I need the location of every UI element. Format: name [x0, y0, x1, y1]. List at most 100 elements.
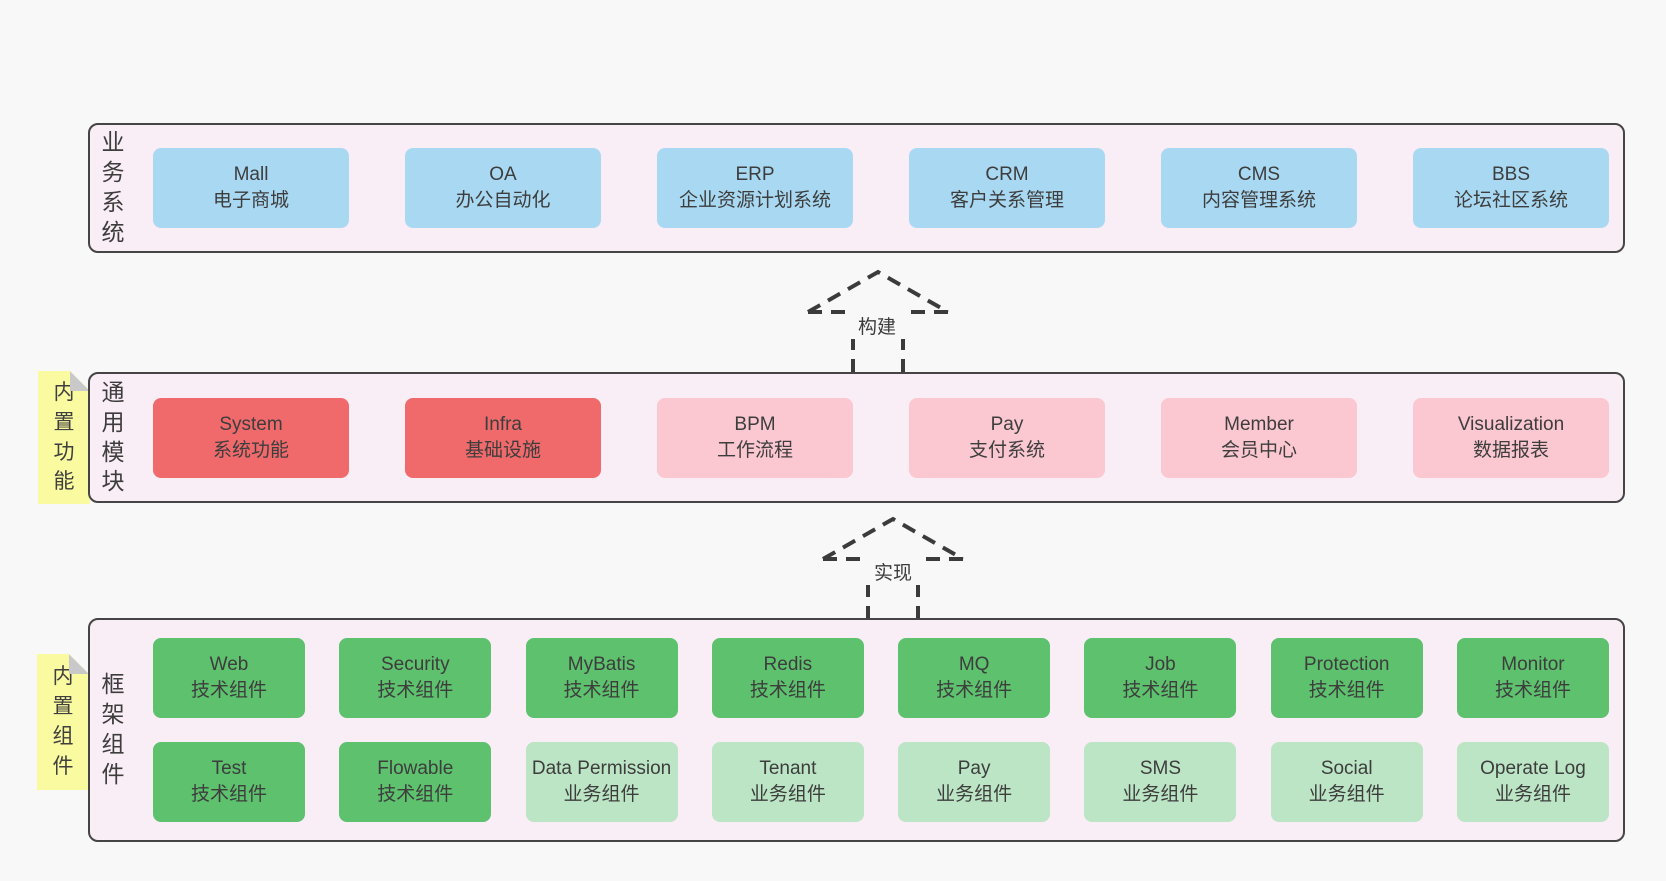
box-desc: 内容管理系统 [1201, 190, 1316, 211]
box-pay: Pay 支付系统 [909, 397, 1105, 478]
implement-arrow-icon [822, 516, 964, 618]
box-desc: 业务组件 [1494, 784, 1571, 805]
box-desc: 企业资源计划系统 [678, 190, 831, 211]
builtin-components-note: 内置组件 [37, 654, 89, 790]
box-name: Job [1145, 654, 1176, 675]
box-name: ERP [735, 164, 775, 185]
box-desc: 客户关系管理 [949, 190, 1064, 211]
box-name: Redis [763, 654, 813, 675]
box-desc: 业务组件 [936, 784, 1013, 805]
box-name: Security [380, 654, 450, 675]
box-bbs: BBS 论坛社区系统 [1413, 148, 1609, 228]
box-name: CMS [1237, 164, 1281, 185]
box-desc: 业务组件 [1308, 784, 1385, 805]
box-name: BPM [734, 413, 776, 435]
box-member: Member 会员中心 [1161, 397, 1357, 478]
box-name: BBS [1491, 164, 1531, 185]
box-desc: 技术组件 [1308, 680, 1385, 701]
box-data-permission: Data Permission 业务组件 [525, 742, 678, 822]
box-desc: 技术组件 [190, 680, 267, 701]
box-desc: 基础设施 [464, 439, 541, 461]
box-bpm: BPM 工作流程 [657, 397, 853, 478]
builtin-features-note-text: 内置功能 [53, 380, 75, 494]
box-web: Web 技术组件 [153, 638, 305, 718]
layer-business-label: 业务系统 [90, 125, 136, 251]
box-name: Visualization [1457, 413, 1565, 435]
box-desc: 技术组件 [1122, 680, 1199, 701]
box-name: Pay [990, 413, 1024, 435]
build-arrow-label: 构建 [849, 311, 905, 339]
box-pay: Pay 业务组件 [898, 742, 1051, 822]
box-sms: SMS 业务组件 [1084, 742, 1237, 822]
box-name: Protection [1303, 654, 1390, 675]
box-name: Tenant [759, 758, 817, 779]
box-desc: 技术组件 [1494, 680, 1571, 701]
box-operate-log: Operate Log 业务组件 [1456, 742, 1609, 822]
box-cms: CMS 内容管理系统 [1161, 148, 1357, 228]
implement-arrow-label: 实现 [865, 557, 921, 585]
box-desc: 支付系统 [968, 439, 1045, 461]
box-erp: ERP 企业资源计划系统 [657, 148, 853, 228]
box-name: Social [1320, 758, 1373, 779]
layer-framework-components: 框架组件 Web 技术组件 Security 技术组件 MyBatis 技术组件 Redis… [88, 618, 1625, 842]
box-name: Web [209, 654, 249, 675]
box-tenant: Tenant 业务组件 [711, 742, 864, 822]
box-desc: 业务组件 [1122, 784, 1199, 805]
box-job: Job 技术组件 [1084, 638, 1237, 718]
box-test: Test 技术组件 [153, 742, 305, 822]
box-name: Pay [957, 758, 991, 779]
box-protection: Protection 技术组件 [1270, 638, 1423, 718]
box-desc: 论坛社区系统 [1453, 190, 1568, 211]
box-name: MyBatis [567, 654, 636, 675]
box-desc: 技术组件 [563, 680, 640, 701]
box-name: Operate Log [1480, 758, 1586, 779]
box-desc: 办公自动化 [455, 190, 551, 211]
box-name: Data Permission [531, 758, 672, 779]
box-name: Monitor [1501, 654, 1565, 675]
box-oa: OA 办公自动化 [405, 148, 601, 228]
box-visualization: Visualization 数据报表 [1413, 397, 1609, 478]
layer-components-label-text: 框架组件 [101, 671, 125, 787]
box-desc: 业务组件 [749, 784, 826, 805]
box-desc: 技术组件 [377, 784, 454, 805]
box-name: Flowable [377, 758, 454, 779]
box-desc: 工作流程 [716, 439, 793, 461]
layer-components-label: 框架组件 [90, 620, 136, 840]
box-flowable: Flowable 技术组件 [339, 742, 492, 822]
builtin-features-note: 内置功能 [38, 371, 90, 504]
box-desc: 电子商城 [212, 190, 289, 211]
box-desc: 业务组件 [563, 784, 640, 805]
box-desc: 会员中心 [1220, 439, 1297, 461]
box-name: SMS [1139, 758, 1181, 779]
box-name: Infra [483, 413, 523, 435]
box-name: Mall [233, 164, 269, 185]
box-mybatis: MyBatis 技术组件 [525, 638, 678, 718]
builtin-components-note-text: 内置组件 [52, 665, 74, 778]
layer-business-label-text: 业务系统 [101, 129, 125, 245]
box-desc: 技术组件 [190, 784, 267, 805]
box-infra: Infra 基础设施 [405, 397, 601, 478]
layer-modules-label-text: 通用模块 [101, 378, 125, 495]
box-desc: 数据报表 [1472, 439, 1549, 461]
layer-modules-label: 通用模块 [90, 374, 136, 501]
box-mall: Mall 电子商城 [153, 148, 349, 228]
box-name: MQ [958, 654, 990, 675]
build-arrow-icon [807, 269, 949, 372]
box-name: Test [211, 758, 247, 779]
box-name: Member [1224, 413, 1294, 435]
box-name: OA [489, 164, 517, 185]
box-social: Social 业务组件 [1270, 742, 1423, 822]
box-desc: 系统功能 [212, 439, 289, 461]
